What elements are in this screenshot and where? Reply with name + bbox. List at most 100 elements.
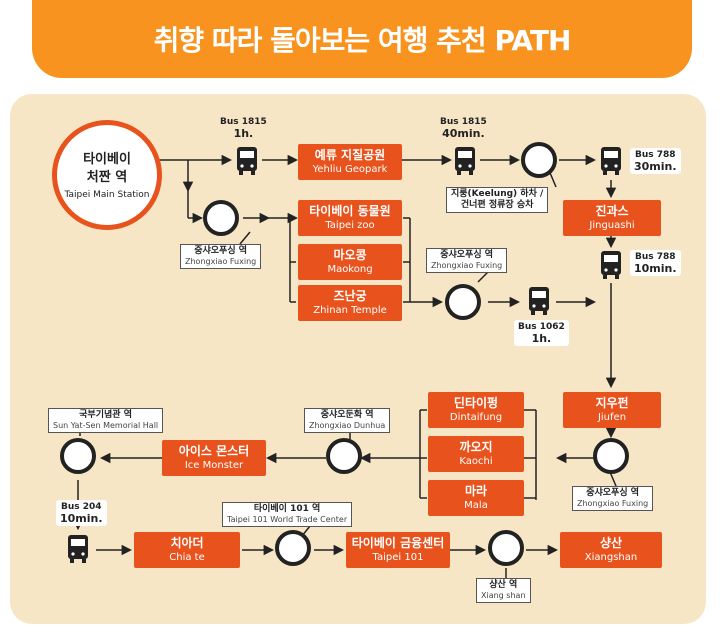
- taipei-main-station-node[interactable]: 타이베이 처짠 역 Taipei Main Station: [52, 120, 162, 230]
- station-label-ko: 타이베이 101 역: [253, 504, 321, 514]
- station-node-xiangshan[interactable]: [488, 530, 524, 566]
- bus-time: 1h.: [531, 332, 552, 345]
- place-name-ko: 지우펀: [595, 396, 629, 410]
- bus-time: 30min.: [634, 160, 677, 173]
- bus-icon: [68, 535, 88, 563]
- station-label-en: Sun Yat-Sen Memorial Hall: [53, 421, 159, 430]
- place-zhinan[interactable]: 즈난궁 Zhinan Temple: [298, 285, 402, 321]
- place-name-en: Ice Monster: [184, 460, 244, 471]
- bus-line: Bus 1815: [440, 117, 487, 127]
- place-name-en: Chia te: [169, 552, 205, 563]
- place-name-ko: 즈난궁: [333, 289, 367, 303]
- start-name-ko-1: 타이베이: [83, 151, 131, 167]
- place-name-en: Kaochi: [459, 456, 493, 467]
- station-node-zhongxiao-fuxing[interactable]: [203, 200, 239, 236]
- place-dintaifung[interactable]: 딘타이펑 Dintaifung: [428, 392, 524, 428]
- station-label-ko: 중샤오푸싱 역: [440, 250, 494, 260]
- station-label-en: Zhongxiao Fuxing: [185, 257, 257, 266]
- place-zoo[interactable]: 타이베이 동물원 Taipei zoo: [298, 200, 402, 236]
- place-name-en: Jiufen: [597, 412, 627, 423]
- station-node-sun-yat-sen[interactable]: [60, 438, 96, 474]
- start-name-ko-2: 처짠 역: [86, 169, 128, 185]
- station-node-zhongxiao-dunhua[interactable]: [326, 438, 362, 474]
- station-label-en: Xiang shan: [481, 591, 526, 600]
- place-name-en: Maokong: [327, 264, 373, 275]
- place-name-en: Taipei zoo: [325, 220, 375, 231]
- bus-time: 1h.: [233, 127, 254, 140]
- place-name-en: Yehliu Geopark: [312, 164, 388, 175]
- bus-time: 40min.: [442, 127, 485, 140]
- place-yehliu[interactable]: 예류 지질공원 Yehliu Geopark: [298, 144, 402, 180]
- place-maokong[interactable]: 마오콩 Maokong: [298, 244, 402, 280]
- start-name-en: Taipei Main Station: [64, 189, 150, 200]
- station-label-ko: 중샤오푸싱 역: [194, 246, 248, 256]
- bus-icon: [237, 147, 257, 175]
- bus-time: 10min.: [60, 512, 103, 525]
- place-mala[interactable]: 마라 Mala: [428, 480, 524, 516]
- place-name-en: Xiangshan: [584, 552, 638, 563]
- place-name-ko: 진과스: [595, 204, 629, 218]
- place-taipei101[interactable]: 타이베이 금융센터 Taipei 101: [346, 532, 450, 568]
- station-label-ko: 중샤오둔화 역: [320, 410, 374, 420]
- bus-icon: [529, 287, 549, 315]
- station-label-en: Zhongxiao Fuxing: [431, 261, 503, 270]
- place-jiufen[interactable]: 지우펀 Jiufen: [563, 392, 661, 428]
- bus-icon: [601, 147, 621, 175]
- place-name-ko: 마라: [464, 484, 488, 498]
- station-label-en: Zhongxiao Dunhua: [309, 421, 386, 430]
- place-name-en: Mala: [464, 500, 488, 511]
- bus-time: 10min.: [634, 262, 677, 275]
- place-name-ko: 치아더: [170, 536, 204, 550]
- place-name-en: Taipei 101: [372, 552, 424, 563]
- place-name-ko: 타이베이 금융센터: [351, 536, 445, 550]
- station-node-taipei101[interactable]: [275, 530, 311, 566]
- place-name-ko: 딘타이펑: [453, 396, 499, 410]
- station-label-ko: 중샤오푸싱 역: [586, 488, 640, 498]
- station-label-line: 건너편 정류장 승차: [460, 200, 534, 210]
- place-name-ko: 마오콩: [333, 248, 367, 262]
- page-title: 취향 따라 돌아보는 여행 추천 PATH: [153, 24, 572, 57]
- place-name-en: Zhinan Temple: [313, 305, 387, 316]
- station-label-en: Zhongxiao Fuxing: [577, 499, 649, 508]
- place-name-ko: 샹산: [599, 536, 623, 550]
- station-label-en: Taipei 101 World Trade Center: [227, 515, 348, 524]
- place-name-en: Jinguashi: [589, 220, 635, 231]
- place-xiangshan[interactable]: 샹산 Xiangshan: [560, 532, 662, 568]
- header-banner: 취향 따라 돌아보는 여행 추천 PATH: [32, 0, 692, 78]
- station-label-line: 지룽(Keelung) 하차 /: [451, 189, 544, 199]
- bus-line: Bus 788: [635, 252, 676, 262]
- place-name-en: Dintaifung: [449, 412, 503, 423]
- place-chiate[interactable]: 치아더 Chia te: [134, 532, 240, 568]
- station-node-zhongxiao-fuxing[interactable]: [593, 438, 629, 474]
- place-jinguashi[interactable]: 진과스 Jinguashi: [563, 200, 661, 236]
- bus-line: Bus 204: [61, 502, 102, 512]
- place-name-ko: 타이베이 동물원: [309, 204, 391, 218]
- bus-line: Bus 1062: [518, 322, 565, 332]
- place-name-ko: 까오지: [459, 440, 493, 454]
- place-kaochi[interactable]: 까오지 Kaochi: [428, 436, 524, 472]
- station-node-keelung[interactable]: [521, 142, 557, 178]
- bus-line: Bus 1815: [220, 117, 267, 127]
- station-label-keelung: 지룽(Keelung) 하차 /건너편 정류장 승차: [446, 187, 549, 213]
- bus-line: Bus 788: [635, 150, 676, 160]
- station-node-zhongxiao-fuxing[interactable]: [445, 284, 481, 320]
- station-label-ko: 국부기념관 역: [79, 410, 132, 420]
- station-label-ko: 샹산 역: [489, 580, 518, 590]
- bus-icon: [601, 251, 621, 279]
- place-name-ko: 예류 지질공원: [314, 148, 386, 162]
- bus-icon: [455, 147, 475, 175]
